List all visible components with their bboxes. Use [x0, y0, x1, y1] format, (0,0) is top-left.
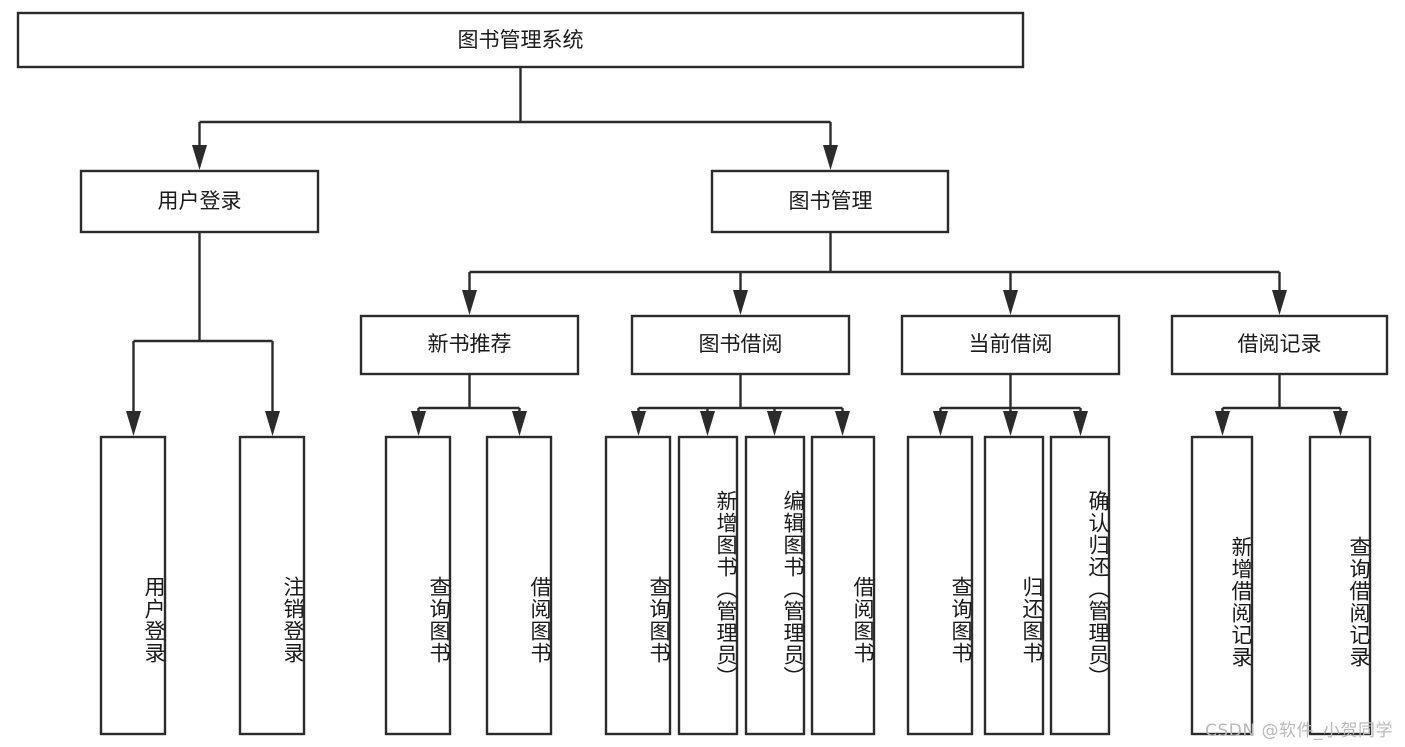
arrow-head-user-login — [192, 145, 207, 170]
arrow-head-leaf-logout-login — [265, 411, 280, 436]
node-leaf-query-book-3-box[interactable] — [906, 435, 974, 736]
node-leaf-add-borrow-record-box[interactable] — [1190, 435, 1254, 736]
node-new-book-rec-label: 新书推荐 — [428, 332, 512, 356]
node-leaf-query-borrow-record[interactable] — [1308, 435, 1372, 736]
arrow-head-leaf-edit-book-admin — [767, 411, 782, 436]
arrow-head-leaf-return-book — [1003, 411, 1018, 436]
node-book-borrow[interactable]: 图书借阅 — [630, 314, 851, 376]
node-leaf-query-borrow-record-box[interactable] — [1308, 435, 1372, 736]
node-leaf-user-login[interactable] — [99, 435, 167, 736]
arrow-head-leaf-add-borrow-record — [1215, 411, 1230, 436]
node-leaf-return-book-box[interactable] — [983, 435, 1045, 736]
node-user-login-label: 用户登录 — [158, 189, 242, 213]
node-book-manage-label: 图书管理 — [789, 189, 873, 213]
arrow-head-leaf-borrow-book-2 — [835, 411, 850, 436]
connector-group-new-book-rec — [411, 374, 527, 436]
node-leaf-borrow-book-2-box[interactable] — [810, 435, 876, 736]
node-book-manage[interactable]: 图书管理 — [710, 169, 950, 234]
connector-group-root — [192, 67, 838, 170]
arrow-head-book-borrow — [733, 290, 748, 315]
connector-group-current-borrow — [933, 374, 1088, 436]
connector-group-book-manage — [462, 232, 1287, 315]
node-leaf-logout-login[interactable] — [238, 435, 306, 736]
arrow-head-leaf-borrow-book-1 — [512, 411, 527, 436]
arrow-head-new-book-rec — [462, 290, 477, 315]
node-borrow-record-box[interactable] — [1170, 314, 1389, 376]
node-book-borrow-label: 图书借阅 — [699, 332, 783, 356]
arrow-head-leaf-confirm-return-admin — [1073, 411, 1088, 436]
node-root-label: 图书管理系统 — [458, 28, 584, 52]
node-borrow-record-label: 借阅记录 — [1238, 332, 1322, 356]
node-current-borrow-label: 当前借阅 — [969, 332, 1053, 356]
arrow-head-leaf-add-book-admin — [700, 411, 715, 436]
connector-group-borrow-record — [1215, 374, 1348, 436]
node-root[interactable]: 图书管理系统 — [16, 11, 1025, 69]
node-leaf-borrow-book-1[interactable] — [485, 435, 553, 736]
node-current-borrow[interactable]: 当前借阅 — [900, 314, 1121, 376]
node-book-borrow-box[interactable] — [630, 314, 851, 376]
arrow-head-leaf-user-login — [126, 411, 141, 436]
arrow-head-leaf-query-borrow-record — [1333, 411, 1348, 436]
node-leaf-query-book-1-box[interactable] — [384, 435, 452, 736]
arrow-head-leaf-query-book-3 — [933, 411, 948, 436]
node-leaf-query-book-2-box[interactable] — [604, 435, 672, 736]
node-leaf-query-book-1[interactable] — [384, 435, 452, 736]
node-user-login[interactable]: 用户登录 — [79, 169, 320, 234]
node-leaf-add-book-admin[interactable] — [677, 435, 739, 736]
node-leaf-return-book[interactable] — [983, 435, 1045, 736]
node-leaf-add-book-admin-box[interactable] — [677, 435, 739, 736]
node-book-manage-box[interactable] — [710, 169, 950, 234]
node-new-book-rec[interactable]: 新书推荐 — [359, 314, 580, 376]
arrow-head-borrow-record — [1272, 290, 1287, 315]
arrow-head-current-borrow — [1003, 290, 1018, 315]
node-leaf-add-borrow-record[interactable] — [1190, 435, 1254, 736]
connector-group-user-login — [126, 232, 280, 436]
node-leaf-edit-book-admin-box[interactable] — [744, 435, 806, 736]
node-leaf-user-login-box[interactable] — [99, 435, 167, 736]
node-user-login-box[interactable] — [79, 169, 320, 234]
node-current-borrow-box[interactable] — [900, 314, 1121, 376]
node-borrow-record[interactable]: 借阅记录 — [1170, 314, 1389, 376]
node-leaf-query-book-2[interactable] — [604, 435, 672, 736]
arrow-head-leaf-query-book-1 — [411, 411, 426, 436]
node-leaf-borrow-book-2[interactable] — [810, 435, 876, 736]
node-root-box[interactable] — [16, 11, 1025, 69]
connector-group-book-borrow — [631, 374, 850, 436]
node-leaf-edit-book-admin[interactable] — [744, 435, 806, 736]
arrow-head-book-manage — [823, 145, 838, 170]
node-leaf-confirm-return-admin[interactable] — [1049, 435, 1111, 736]
node-leaf-logout-login-box[interactable] — [238, 435, 306, 736]
arrow-head-leaf-query-book-2 — [631, 411, 646, 436]
node-new-book-rec-box[interactable] — [359, 314, 580, 376]
node-leaf-query-book-3[interactable] — [906, 435, 974, 736]
node-leaf-confirm-return-admin-box[interactable] — [1049, 435, 1111, 736]
node-leaf-borrow-book-1-box[interactable] — [485, 435, 553, 736]
